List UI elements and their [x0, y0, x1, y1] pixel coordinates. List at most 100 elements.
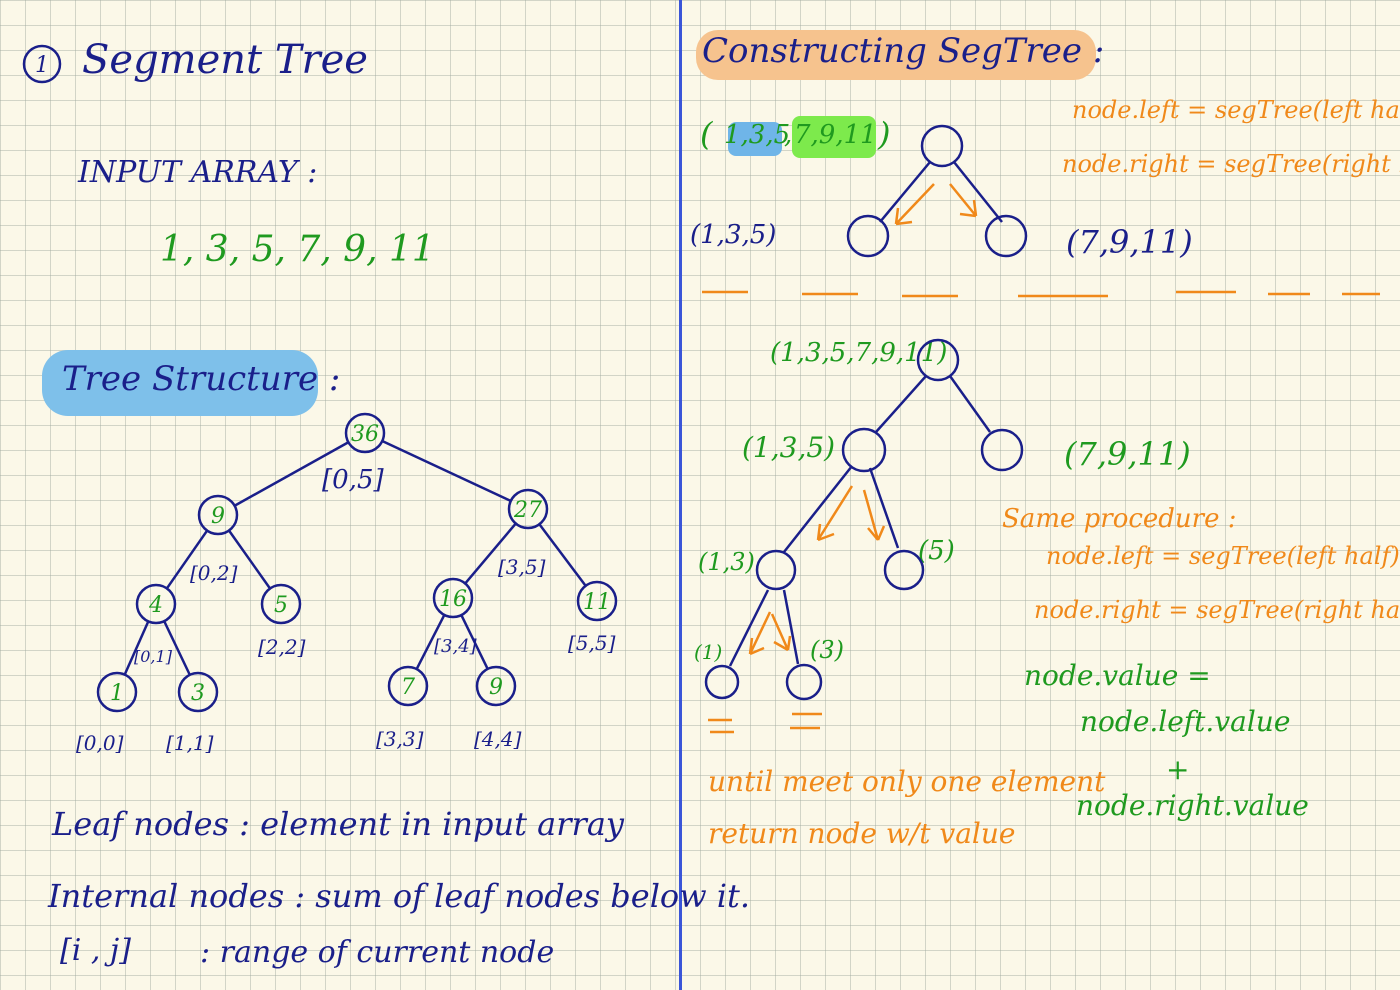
tree-node-circle: [197, 494, 239, 536]
tree-node-range: [3,3]: [376, 727, 424, 751]
tree-edge: [381, 439, 512, 503]
until-note-line2: return node w/t value: [708, 817, 1016, 850]
low-arrow-left: [748, 611, 772, 656]
tree-edge: [460, 614, 489, 670]
mid-right-label: (7,9,11): [1064, 435, 1191, 473]
code-node-left: node.left = segTree(left half): [1072, 96, 1400, 124]
construction-tree-top: [846, 124, 1028, 258]
page-title: Segment Tree: [82, 37, 368, 83]
bottom-leaf-left-node: [704, 664, 740, 700]
top-right-node: [984, 214, 1028, 258]
tree-node-value: 9: [489, 675, 503, 700]
tree-node-circle: [475, 665, 517, 707]
tree-node: 5[2,2]: [258, 583, 306, 659]
tree-edge: [163, 620, 191, 676]
bottom-root-node: [916, 338, 960, 382]
tree-node-value: 16: [439, 587, 467, 612]
title-number-circle: 1: [22, 44, 62, 84]
tree-node-circle: [135, 583, 177, 625]
tree-node-circle: [576, 580, 618, 622]
tree-node: 9 [4,4]: [474, 665, 522, 751]
top-root-node: [920, 124, 964, 168]
mid-left-label: (1,3,5): [742, 431, 836, 464]
tree-node: 16[3,4]: [432, 577, 478, 657]
bottom-mid-left-node: [841, 427, 887, 473]
tree-node: 7[3,3]: [376, 665, 429, 751]
tree-edge: [464, 522, 517, 585]
same-procedure-label: Same procedure :: [1002, 504, 1237, 534]
top-left-child-label: (1,3,5): [690, 220, 777, 250]
tree-node-range: [3,5]: [498, 555, 546, 579]
tree-node-range: [0,5]: [322, 465, 384, 495]
segment-tree: 36[0,5]9[0,2]27[3,5]4[0,1]5[2,2]16[3,4]1…: [76, 412, 618, 755]
leaf-right-label: (3): [810, 636, 844, 664]
tree-node-range: [2,2]: [258, 635, 306, 659]
top-right-child-label: (7,9,11): [1066, 223, 1193, 261]
tree-node-value: 3: [191, 681, 205, 706]
tree-node-value: 1: [110, 681, 124, 706]
node-value-formula-line2: node.left.value: [1080, 705, 1291, 738]
tree-node: 36 [0,5]: [322, 412, 386, 495]
code-node-right: node.right = segTree(right half): [1062, 150, 1400, 178]
code-node-right-2: node.right = segTree(right half): [1034, 596, 1400, 624]
tree-node: 11 [5,5]: [568, 580, 618, 655]
svg-text:1: 1: [35, 53, 49, 78]
page-divider: [679, 0, 682, 990]
constructing-heading: Constructing SegTree :: [702, 31, 1105, 71]
tree-structure-heading: Tree Structure :: [62, 359, 341, 399]
tree-node: 9 [0,2]: [190, 494, 239, 585]
tree-node-circle: [387, 665, 429, 707]
input-tuple-left-half: 1,3,5: [724, 120, 791, 150]
bottom-mid-right-node: [980, 428, 1024, 472]
input-tuple-right-half: 7,9,11: [794, 120, 877, 150]
right-half-highlight: [792, 116, 876, 158]
left-half-highlight: [728, 122, 782, 156]
input-array-values: 1, 3, 5, 7, 9, 11: [160, 229, 435, 270]
low-right-label: (5): [918, 536, 955, 566]
tree-node-range: [4,4]: [474, 727, 522, 751]
tree-node-value: 36: [351, 422, 379, 447]
leaf-right-return-mark: [790, 712, 822, 730]
mid-arrow-right: [862, 489, 886, 541]
construction-tree-bottom: [704, 338, 1024, 734]
top-edge-left: [879, 161, 931, 223]
tree-node-circle: [344, 412, 386, 454]
bottom-low-right-node: [883, 549, 925, 591]
tree-node-value: 27: [513, 498, 542, 523]
tree-edge: [415, 614, 446, 670]
top-left-node: [846, 214, 890, 258]
tree-edge: [123, 620, 150, 676]
tree-node-value: 9: [211, 504, 225, 529]
tree-node-range: [1,1]: [166, 731, 214, 755]
leaf-left-label: (1): [694, 640, 723, 664]
tree-edge: [165, 529, 209, 590]
mid-arrow-left: [816, 485, 854, 542]
tree-node: 3 [1,1]: [166, 671, 219, 755]
leaf-nodes-note: Leaf nodes : element in input array: [52, 805, 624, 843]
top-arrow-right: [949, 183, 978, 218]
tree-edge: [233, 441, 350, 507]
range-symbol: [i , j]: [60, 933, 131, 968]
tree-node-value: 4: [148, 593, 163, 618]
top-edge-right: [953, 161, 1003, 223]
node-value-formula-plus: +: [1166, 753, 1190, 786]
internal-nodes-note: Internal nodes : sum of leaf nodes below…: [48, 877, 751, 915]
tree-node: 1[0,0]: [76, 671, 138, 755]
range-description: : range of current node: [200, 935, 555, 970]
tree-node: 27 [3,5]: [498, 488, 549, 579]
tree-edge: [227, 529, 272, 590]
tree-edge: [538, 523, 587, 587]
tree-node-value: 11: [583, 590, 611, 615]
top-arrow-left: [894, 183, 935, 226]
node-value-formula-line1: node.value =: [1024, 659, 1211, 692]
bottom-low-left-node: [755, 549, 797, 591]
low-arrow-right: [770, 613, 792, 652]
tree-node-range: [5,5]: [568, 631, 616, 655]
until-note-line1: until meet only one element: [708, 765, 1106, 798]
constructing-heading-highlight: [696, 30, 1096, 80]
bottom-leaf-right-node: [785, 663, 823, 701]
tree-node-range: [0,2]: [190, 561, 238, 585]
input-array-label: INPUT ARRAY :: [78, 155, 318, 190]
input-tuple-open: (: [700, 115, 713, 153]
